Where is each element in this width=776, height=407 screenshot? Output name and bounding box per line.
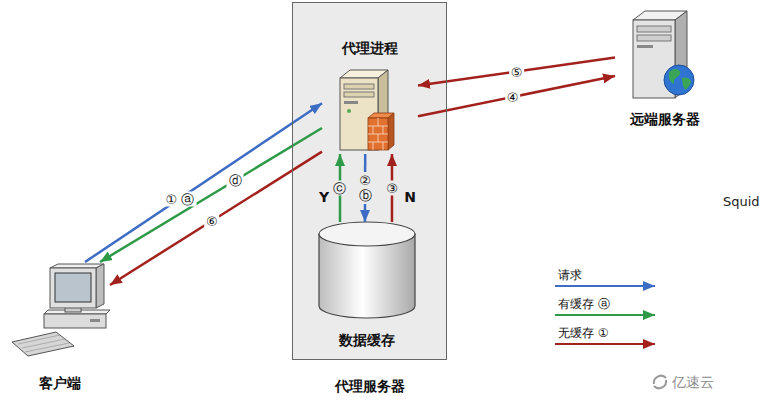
callout-number: ③ (384, 181, 400, 196)
legend-sample (555, 343, 655, 345)
remote-server-node: 远端服务器 (615, 5, 715, 133)
legend-sample (555, 314, 655, 316)
legend-holder: 有缓存 ⓐ (558, 297, 610, 312)
edge-label-holder: ① ⓐ (163, 191, 196, 206)
label-holder: 亿速云 (671, 372, 715, 392)
legend-text: 请求 (558, 268, 582, 283)
branch-letter: Y (318, 187, 330, 207)
branch-letter: N (403, 187, 417, 207)
flow-arrow (100, 128, 322, 262)
label-holder: Y (318, 187, 330, 207)
data-cache-node: 数据缓存 (316, 222, 418, 354)
callout-number: ② ⓑ (356, 172, 374, 204)
watermark-logo (654, 376, 666, 388)
edge-label-holder: ⓒ (331, 181, 348, 196)
proxy-process-node: 代理进程 (322, 36, 418, 154)
node-label: 代理进程 (342, 38, 398, 58)
proxy-server-icon (340, 70, 394, 150)
flow-arrow (110, 152, 322, 285)
callout-number: ⑤ (509, 64, 525, 79)
flow-arrow (418, 57, 615, 85)
callout-number: ⓒ (331, 181, 348, 196)
node-label: 数据缓存 (339, 330, 395, 350)
cache-cylinder (319, 222, 415, 318)
edge-label-holder: ⑥ (204, 213, 220, 228)
label-holder: N (403, 187, 417, 207)
edge-label-holder: ⑤ (509, 64, 525, 79)
edge-label-holder: ④ (505, 89, 521, 104)
legend-text: 无缓存 ① (558, 326, 609, 341)
flow-arrow (418, 76, 615, 116)
flow-arrow (85, 103, 322, 262)
callout-number: ⓓ (227, 173, 244, 188)
edge-label-holder: ③ (384, 181, 400, 196)
node-label: 代理服务器 (335, 376, 405, 396)
node-label: 远端服务器 (630, 109, 700, 129)
node-label: 客户端 (39, 373, 81, 393)
legend-sample (555, 285, 655, 287)
callout-number: ④ (505, 89, 521, 104)
watermark: 亿速云 (671, 372, 715, 392)
label-holder: Squid (722, 192, 761, 212)
edge-label-holder: ② ⓑ (356, 172, 374, 204)
callout-number: ① ⓐ (163, 191, 196, 206)
legend-text: 有缓存 ⓐ (558, 297, 610, 312)
legend-holder: 请求 (558, 268, 582, 283)
remote-server-icon (633, 11, 694, 98)
panel-fill (292, 2, 447, 360)
side-note: Squid (722, 192, 761, 212)
client-node: 客户端 (10, 262, 110, 397)
edge-label-holder: ⓓ (227, 173, 244, 188)
callout-number: ⑥ (204, 213, 220, 228)
client-computer-icon (12, 264, 110, 356)
legend-holder: 无缓存 ① (558, 326, 609, 341)
